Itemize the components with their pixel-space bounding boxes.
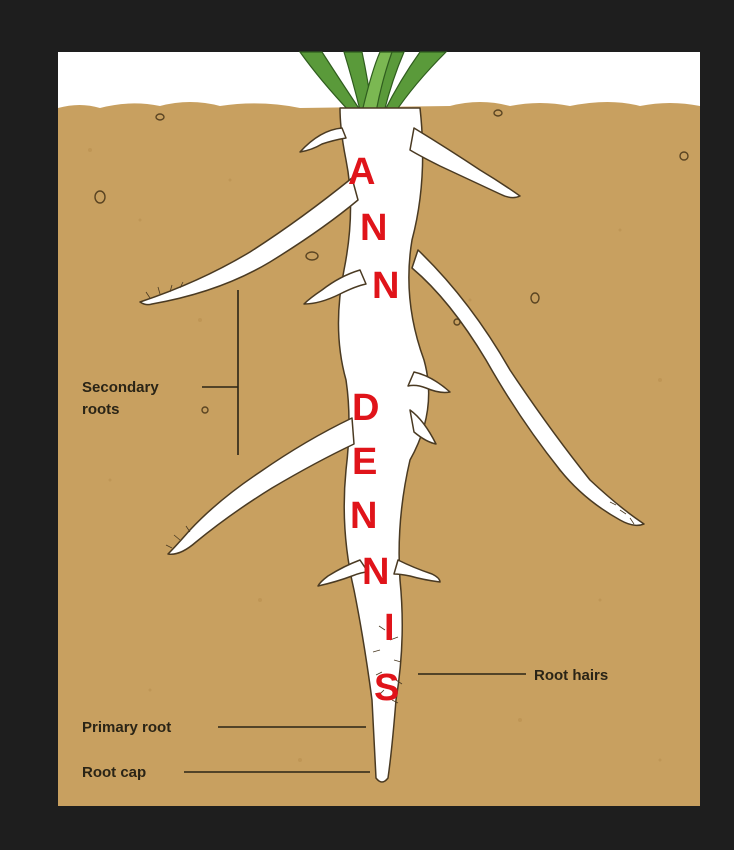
watermark-letter: S (374, 667, 399, 709)
label-secondary-roots-line1: Secondary (82, 379, 159, 396)
label-root-cap: Root cap (82, 764, 146, 781)
label-primary-root: Primary root (82, 719, 171, 736)
watermark-letter: N (360, 207, 387, 249)
watermark-letter: A (348, 151, 375, 193)
watermark-letter: N (362, 551, 389, 593)
watermark-letter: N (350, 495, 377, 537)
label-root-hairs: Root hairs (534, 667, 608, 684)
watermark-letter: E (352, 441, 377, 483)
watermark-letter: I (384, 607, 395, 649)
watermark-letter: D (352, 387, 379, 429)
label-secondary-roots-line2: roots (82, 401, 120, 418)
watermark-letter: N (372, 265, 399, 307)
